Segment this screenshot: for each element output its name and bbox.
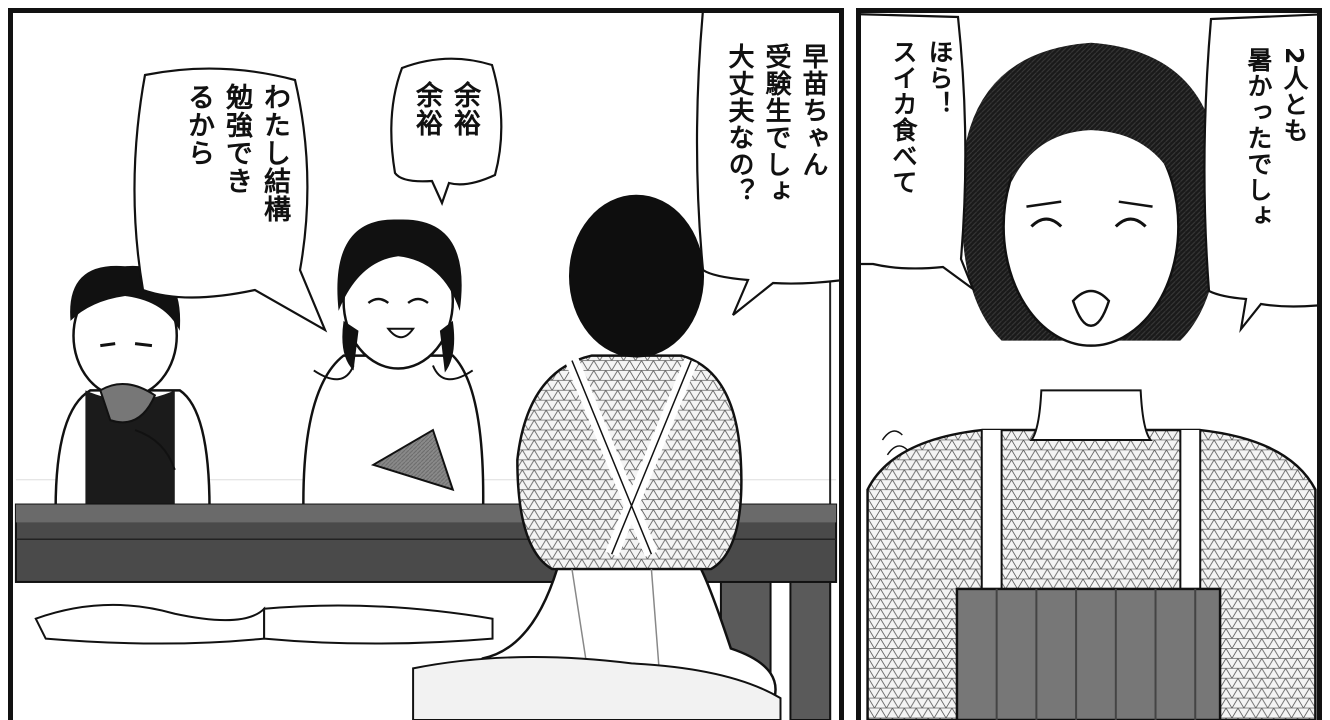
speech-bubble-shape — [1203, 13, 1317, 333]
bubble-line: 余裕 — [449, 81, 480, 137]
speech-bubble-shape — [861, 13, 976, 293]
panel-right: 2人とも 暑かったでしょ ほら！ スイカ食べて — [856, 8, 1322, 720]
bubble-line: 暑かったでしょ — [1244, 47, 1273, 229]
speech-bubble-relaxed: 余裕 余裕 — [387, 53, 507, 206]
speech-bubble-mother-question: 早苗ちゃん 受験生でしょ 大丈夫なの？ — [693, 13, 839, 316]
bubble-line: ほら！ — [925, 39, 954, 117]
panel-right-artwork — [866, 42, 1317, 720]
bubble-line: 大丈夫なの？ — [724, 43, 754, 205]
bubble-line: スイカ食べて — [889, 39, 918, 195]
speech-bubble-hot: 2人とも 暑かったでしょ — [1201, 13, 1317, 333]
girl-figure — [263, 219, 494, 645]
bubble-line: 早苗ちゃん — [798, 43, 828, 178]
bubble-line: わたし結構 — [259, 83, 290, 223]
boy-figure — [34, 265, 266, 645]
mother-front-figure — [866, 42, 1317, 720]
speech-bubble-shape — [133, 67, 328, 333]
bubble-line: 2人とも — [1280, 47, 1309, 144]
bubble-line: 余裕 — [411, 81, 442, 137]
bubble-line: 勉強でき — [221, 83, 252, 195]
speech-bubble-shape — [390, 57, 503, 206]
mother-back-figure — [412, 194, 782, 720]
speech-bubble-confident: わたし結構 勉強でき るから — [125, 65, 328, 333]
bubble-line: るから — [183, 83, 214, 167]
panel-left-artwork — [14, 13, 838, 720]
panel-left: わたし結構 勉強でき るから 余裕 余裕 早苗ちゃん 受験生でしょ 大丈夫な — [8, 8, 844, 720]
speech-bubble-watermelon: ほら！ スイカ食べて — [861, 13, 976, 293]
bubble-line: 受験生でしょ — [761, 43, 791, 205]
speech-bubble-shape — [695, 13, 839, 316]
